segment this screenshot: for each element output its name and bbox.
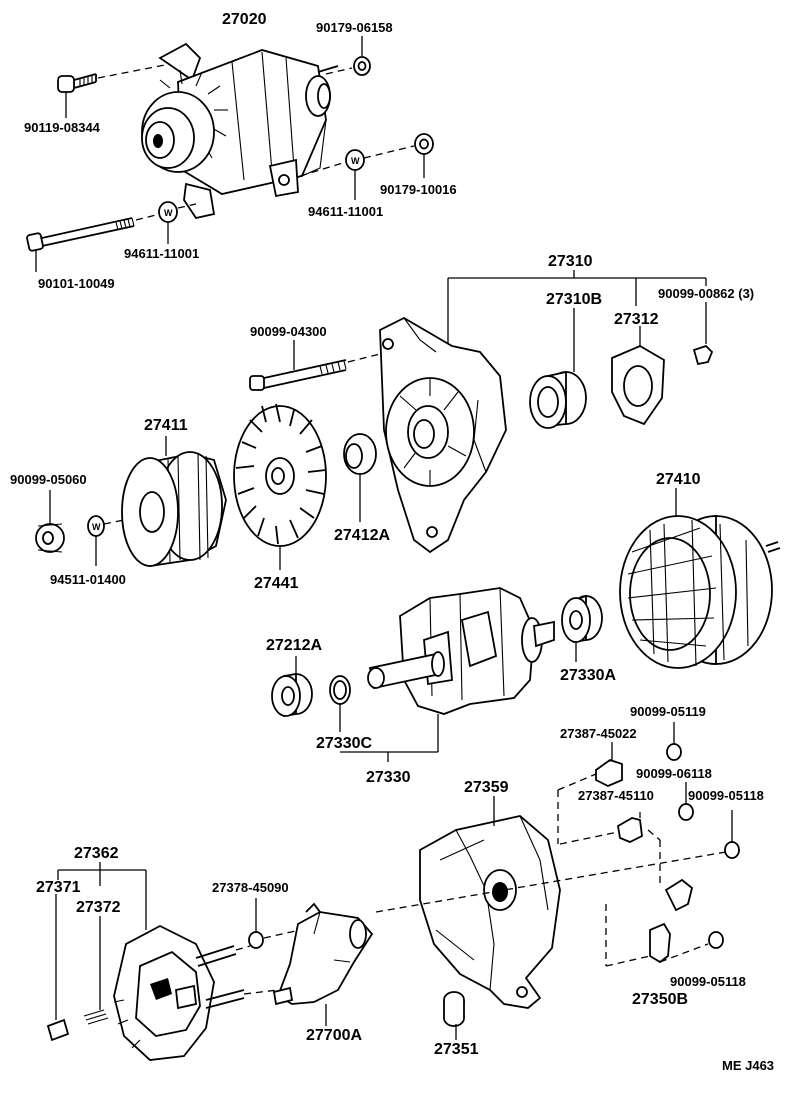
bolt-90099-04300 xyxy=(249,340,381,391)
label-27351: 27351 xyxy=(434,1041,479,1058)
label-94611-11001-b: 94611-11001 xyxy=(124,246,199,261)
bolt-90119-08344 xyxy=(57,63,171,118)
nut-washer-pulley: W xyxy=(35,490,125,566)
bearing-27212A xyxy=(271,656,313,718)
label-27441: 27441 xyxy=(254,575,299,592)
label-90119-08344: 90119-08344 xyxy=(24,120,101,135)
label-27387-45022: 27387-45022 xyxy=(560,726,637,741)
spacer-27412A xyxy=(343,433,377,522)
label-90099-05119: 90099-05119 xyxy=(630,704,706,719)
svg-text:W: W xyxy=(164,208,173,218)
label-27020: 27020 xyxy=(222,11,267,28)
bearing-27310B xyxy=(529,308,587,429)
drive-end-frame xyxy=(379,316,507,554)
ring-27330C xyxy=(329,675,438,762)
label-27312: 27312 xyxy=(614,311,659,328)
label-27362: 27362 xyxy=(74,845,119,862)
terminal-parts xyxy=(375,722,740,967)
label-27310B: 27310B xyxy=(546,291,602,308)
spring-27371 xyxy=(46,894,70,1042)
label-27410: 27410 xyxy=(656,471,701,488)
label-90099-05118-b: 90099-05118 xyxy=(670,974,746,989)
nut-90179-06158 xyxy=(325,36,371,76)
washer-27378-45090 xyxy=(248,898,301,949)
label-94611-11001-a: 94611-11001 xyxy=(308,204,383,219)
insulator-27351 xyxy=(443,991,465,1040)
brush-holder-27362-tree xyxy=(57,862,147,930)
brush-holder-27362 xyxy=(113,924,279,1061)
pulley-27411 xyxy=(121,436,227,568)
brush-27372 xyxy=(83,916,109,1025)
label-27378-45090: 27378-45090 xyxy=(212,880,289,895)
label-27387-45110: 27387-45110 xyxy=(578,788,654,803)
stator-27410 xyxy=(619,488,781,669)
label-90101-10049: 90101-10049 xyxy=(38,276,115,291)
label-94511-01400: 94511-01400 xyxy=(50,572,126,587)
label-90099-05118-a: 90099-05118 xyxy=(688,788,764,803)
rear-end-frame-27359 xyxy=(419,796,561,1009)
part-labels: 27020 90179-06158 90119-08344 90179-1001… xyxy=(10,11,774,1073)
fan-27441 xyxy=(233,403,327,570)
label-27372: 27372 xyxy=(76,899,121,916)
label-90099-00862: 90099-00862 (3) xyxy=(658,286,754,301)
label-90099-06118: 90099-06118 xyxy=(636,766,712,781)
label-27330A: 27330A xyxy=(560,667,616,684)
bracket-27310-tree xyxy=(447,270,707,350)
label-90179-06158: 90179-06158 xyxy=(316,20,393,35)
label-27330: 27330 xyxy=(366,769,411,786)
screw-90099-00862 xyxy=(692,302,714,366)
bearing-27330A xyxy=(561,594,603,662)
label-27359: 27359 xyxy=(464,779,509,796)
rotor-27330 xyxy=(367,587,555,752)
label-27411: 27411 xyxy=(144,417,188,434)
label-27212A: 27212A xyxy=(266,637,322,654)
svg-text:W: W xyxy=(351,156,360,166)
plate-27312 xyxy=(611,326,665,426)
svg-text:W: W xyxy=(92,522,101,532)
label-27412A: 27412A xyxy=(334,527,390,544)
label-90179-10016: 90179-10016 xyxy=(380,182,457,197)
label-27700A: 27700A xyxy=(306,1027,362,1044)
label-27371: 27371 xyxy=(36,879,81,896)
label-27310: 27310 xyxy=(548,253,593,270)
label-27350B: 27350B xyxy=(632,991,688,1008)
regulator-27700A xyxy=(272,902,374,1026)
label-90099-05060: 90099-05060 xyxy=(10,472,87,487)
long-bolt-90101-10049: W xyxy=(26,201,197,272)
label-27330C: 27330C xyxy=(316,735,372,752)
alternator-assembly xyxy=(141,42,339,220)
label-90099-04300: 90099-04300 xyxy=(250,324,327,339)
washer-nut-set-right: W xyxy=(299,133,434,200)
footer-code: ME J463 xyxy=(722,1058,774,1073)
